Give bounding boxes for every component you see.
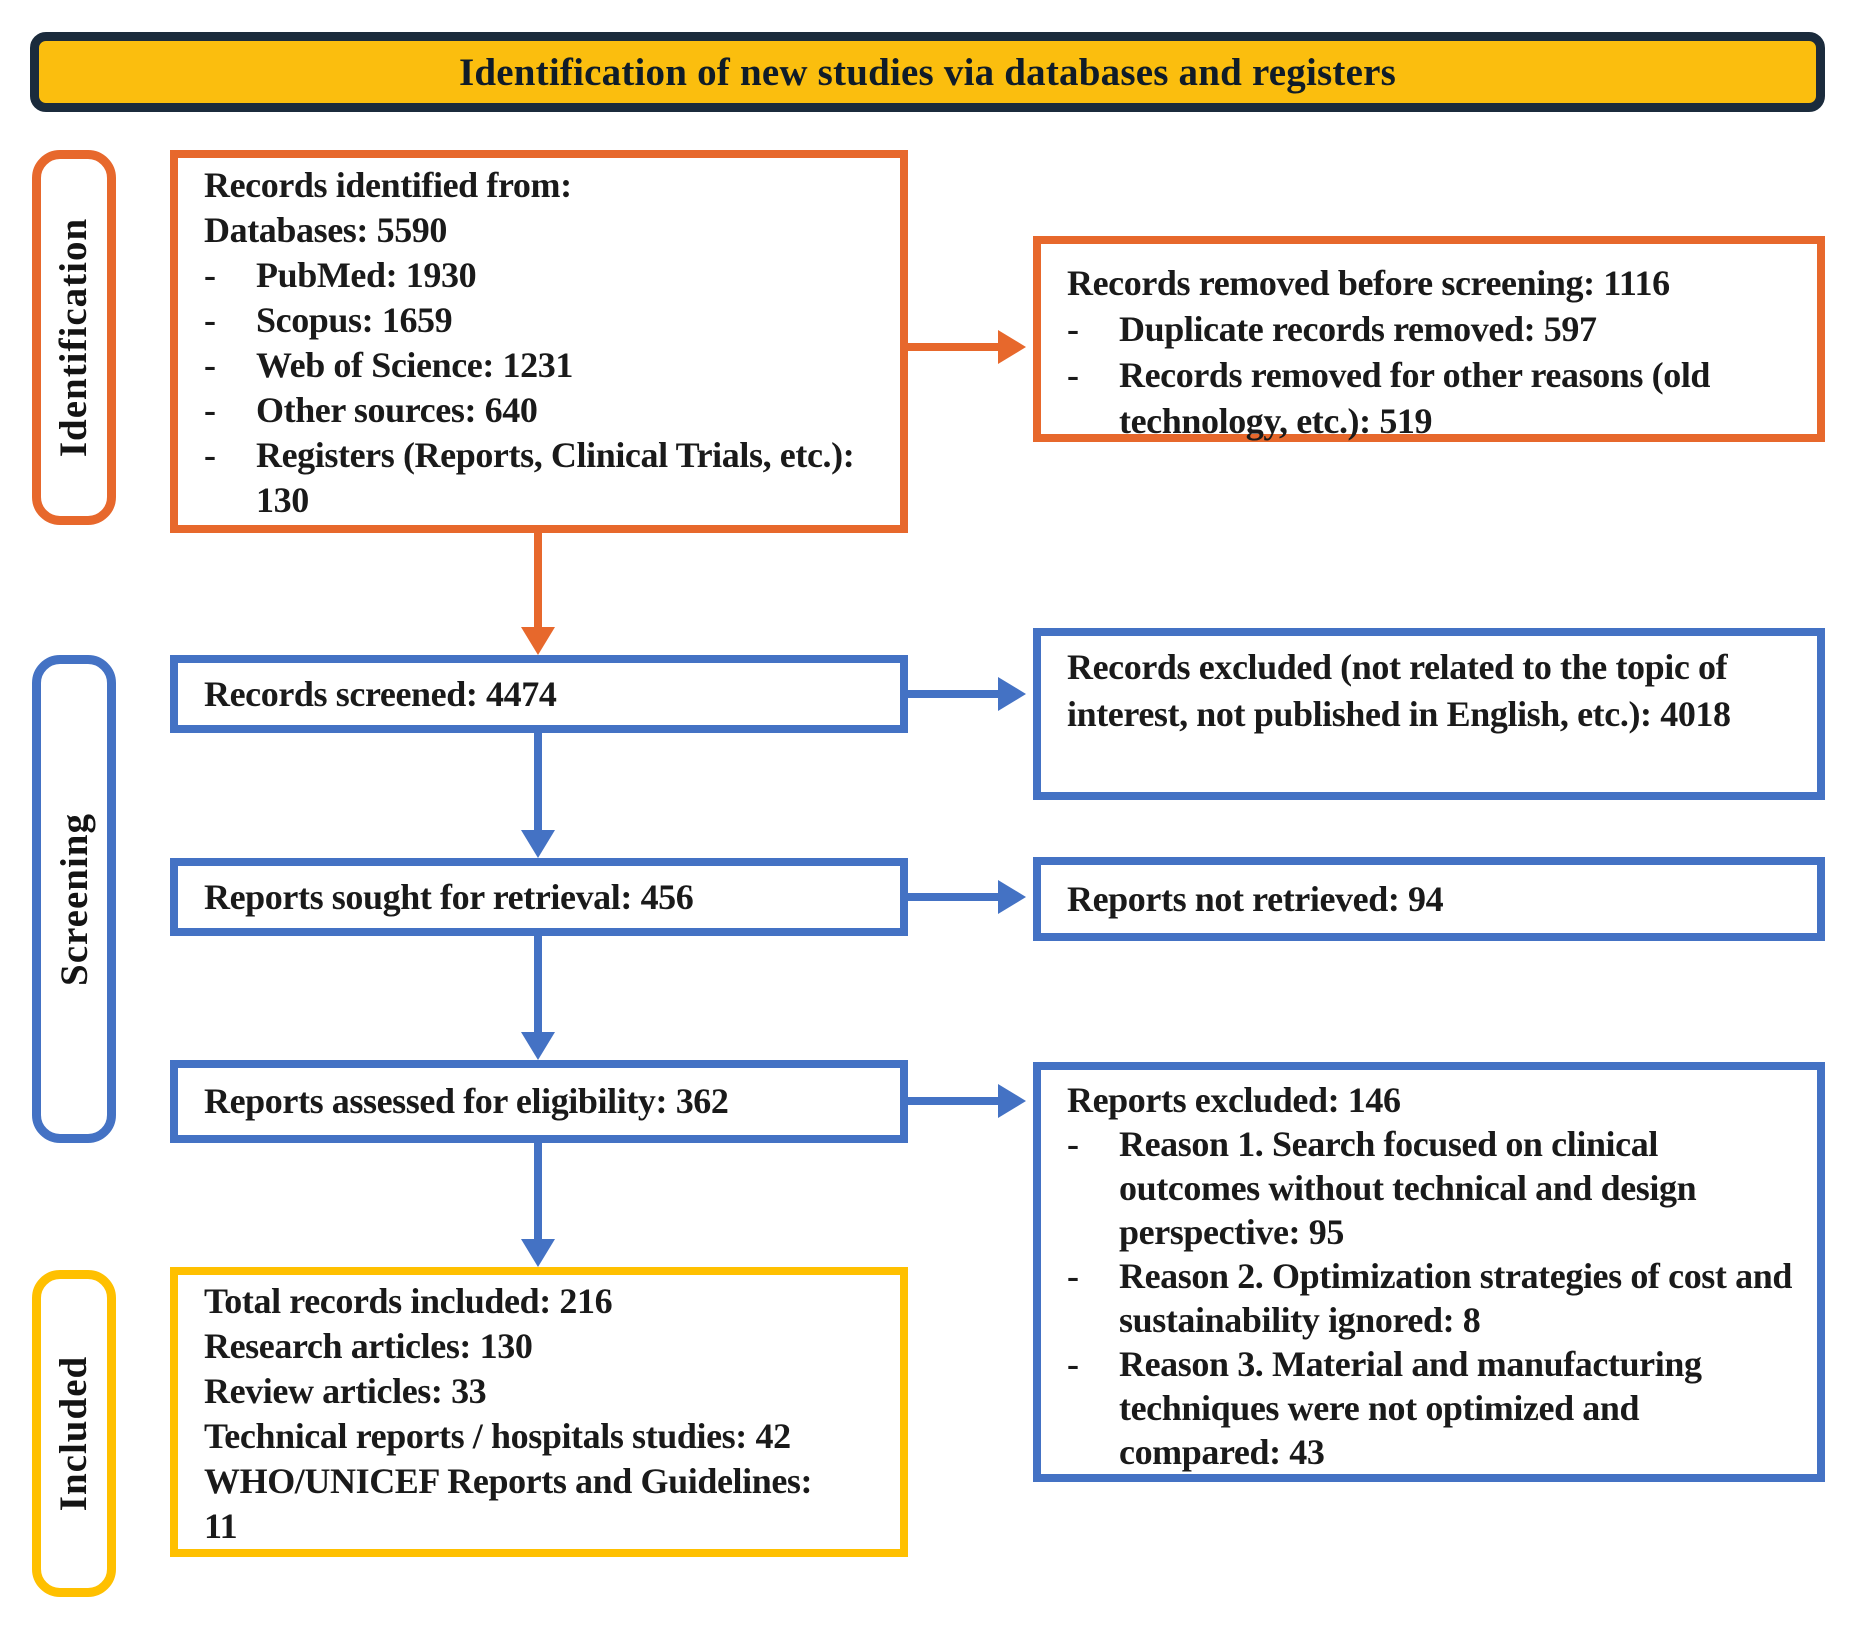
identified-bullet-wos: - Web of Science: 1231 xyxy=(204,343,880,388)
excluded-bullet-reason1-text: Reason 1. Search focused on clinical out… xyxy=(1119,1124,1697,1252)
reports-assessed-text: Reports assessed for eligibility: 362 xyxy=(204,1081,729,1121)
stage-label-screening: Screening xyxy=(32,655,116,1143)
identified-bullet-wos-text: Web of Science: 1231 xyxy=(256,345,573,385)
records-screened-text: Records screened: 4474 xyxy=(204,673,557,714)
box-records-screened: Records screened: 4474 xyxy=(170,655,908,733)
records-identified-line1: Records identified from: xyxy=(204,165,572,205)
box-records-excluded: Records excluded (not related to the top… xyxy=(1033,628,1825,800)
excluded-bullet-reason3: - Reason 3. Material and manufacturing t… xyxy=(1067,1342,1797,1474)
bullet-dash: - xyxy=(1067,1124,1079,1164)
bullet-dash: - xyxy=(204,300,216,340)
removed-bullet-duplicates: - Duplicate records removed: 597 xyxy=(1067,306,1797,352)
identified-bullet-registers-text: Registers (Reports, Clinical Trials, etc… xyxy=(256,435,855,520)
stage-label-identification: Identification xyxy=(32,150,116,525)
bullet-dash: - xyxy=(1067,309,1079,349)
identified-bullet-pubmed-text: PubMed: 1930 xyxy=(256,255,477,295)
identified-bullet-pubmed: - PubMed: 1930 xyxy=(204,253,880,298)
identified-bullet-other: - Other sources: 640 xyxy=(204,388,880,433)
stage-label-screening-text: Screening xyxy=(52,812,96,986)
records-identified-line2: Databases: 5590 xyxy=(204,210,447,250)
stage-label-identification-text: Identification xyxy=(52,217,96,458)
included-line-review: Review articles: 33 xyxy=(204,1371,487,1411)
identified-bullet-scopus-text: Scopus: 1659 xyxy=(256,300,453,340)
bullet-dash: - xyxy=(204,345,216,385)
stage-label-included: Included xyxy=(32,1270,116,1597)
identified-bullet-scopus: - Scopus: 1659 xyxy=(204,298,880,343)
reports-not-retrieved-text: Reports not retrieved: 94 xyxy=(1067,878,1444,919)
box-records-identified: Records identified from: Databases: 5590… xyxy=(170,150,908,533)
included-line-total: Total records included: 216 xyxy=(204,1281,613,1321)
excluded-bullet-reason3-text: Reason 3. Material and manufacturing tec… xyxy=(1119,1344,1702,1472)
box-reports-sought: Reports sought for retrieval: 456 xyxy=(170,858,908,936)
arrow-screened-to-sought xyxy=(534,733,542,830)
bullet-dash: - xyxy=(204,390,216,430)
bullet-dash: - xyxy=(204,255,216,295)
identified-bullet-registers: - Registers (Reports, Clinical Trials, e… xyxy=(204,433,880,523)
removed-bullet-other-reasons-text: Records removed for other reasons (old t… xyxy=(1119,355,1711,441)
banner-title: Identification of new studies via databa… xyxy=(459,50,1396,94)
arrow-identified-to-removed xyxy=(908,343,998,351)
removed-bullet-other-reasons: - Records removed for other reasons (old… xyxy=(1067,352,1797,444)
records-removed-heading: Records removed before screening: 1116 xyxy=(1067,263,1670,303)
banner: Identification of new studies via databa… xyxy=(30,32,1825,112)
excluded-bullet-reason2-text: Reason 2. Optimization strategies of cos… xyxy=(1119,1256,1792,1340)
box-total-included: Total records included: 216 Research art… xyxy=(170,1267,908,1557)
stage-label-included-text: Included xyxy=(52,1355,96,1512)
bullet-dash: - xyxy=(204,435,216,475)
included-line-technical: Technical reports / hospitals studies: 4… xyxy=(204,1416,791,1456)
bullet-dash: - xyxy=(1067,1344,1079,1384)
excluded-bullet-reason2: - Reason 2. Optimization strategies of c… xyxy=(1067,1254,1797,1342)
box-reports-not-retrieved: Reports not retrieved: 94 xyxy=(1033,857,1825,941)
reports-excluded-heading: Reports excluded: 146 xyxy=(1067,1080,1401,1120)
records-excluded-text: Records excluded (not related to the top… xyxy=(1067,647,1731,734)
arrow-assessed-to-included xyxy=(534,1143,542,1239)
box-reports-excluded: Reports excluded: 146 - Reason 1. Search… xyxy=(1033,1062,1825,1482)
included-line-research: Research articles: 130 xyxy=(204,1326,533,1366)
arrow-sought-to-not-retrieved xyxy=(908,893,998,901)
arrow-assessed-to-reports-excluded xyxy=(908,1097,998,1105)
arrow-identified-to-screened xyxy=(534,533,542,627)
reports-sought-text: Reports sought for retrieval: 456 xyxy=(204,876,694,917)
box-reports-assessed: Reports assessed for eligibility: 362 xyxy=(170,1060,908,1143)
identified-bullet-other-text: Other sources: 640 xyxy=(256,390,538,430)
bullet-dash: - xyxy=(1067,1256,1079,1296)
box-records-removed: Records removed before screening: 1116 -… xyxy=(1033,236,1825,442)
removed-bullet-duplicates-text: Duplicate records removed: 597 xyxy=(1119,309,1597,349)
included-line-who: WHO/UNICEF Reports and Guidelines: 11 xyxy=(204,1461,813,1546)
excluded-bullet-reason1: - Reason 1. Search focused on clinical o… xyxy=(1067,1122,1797,1254)
bullet-dash: - xyxy=(1067,355,1079,395)
arrow-screened-to-excluded xyxy=(908,690,998,698)
arrow-sought-to-assessed xyxy=(534,936,542,1032)
